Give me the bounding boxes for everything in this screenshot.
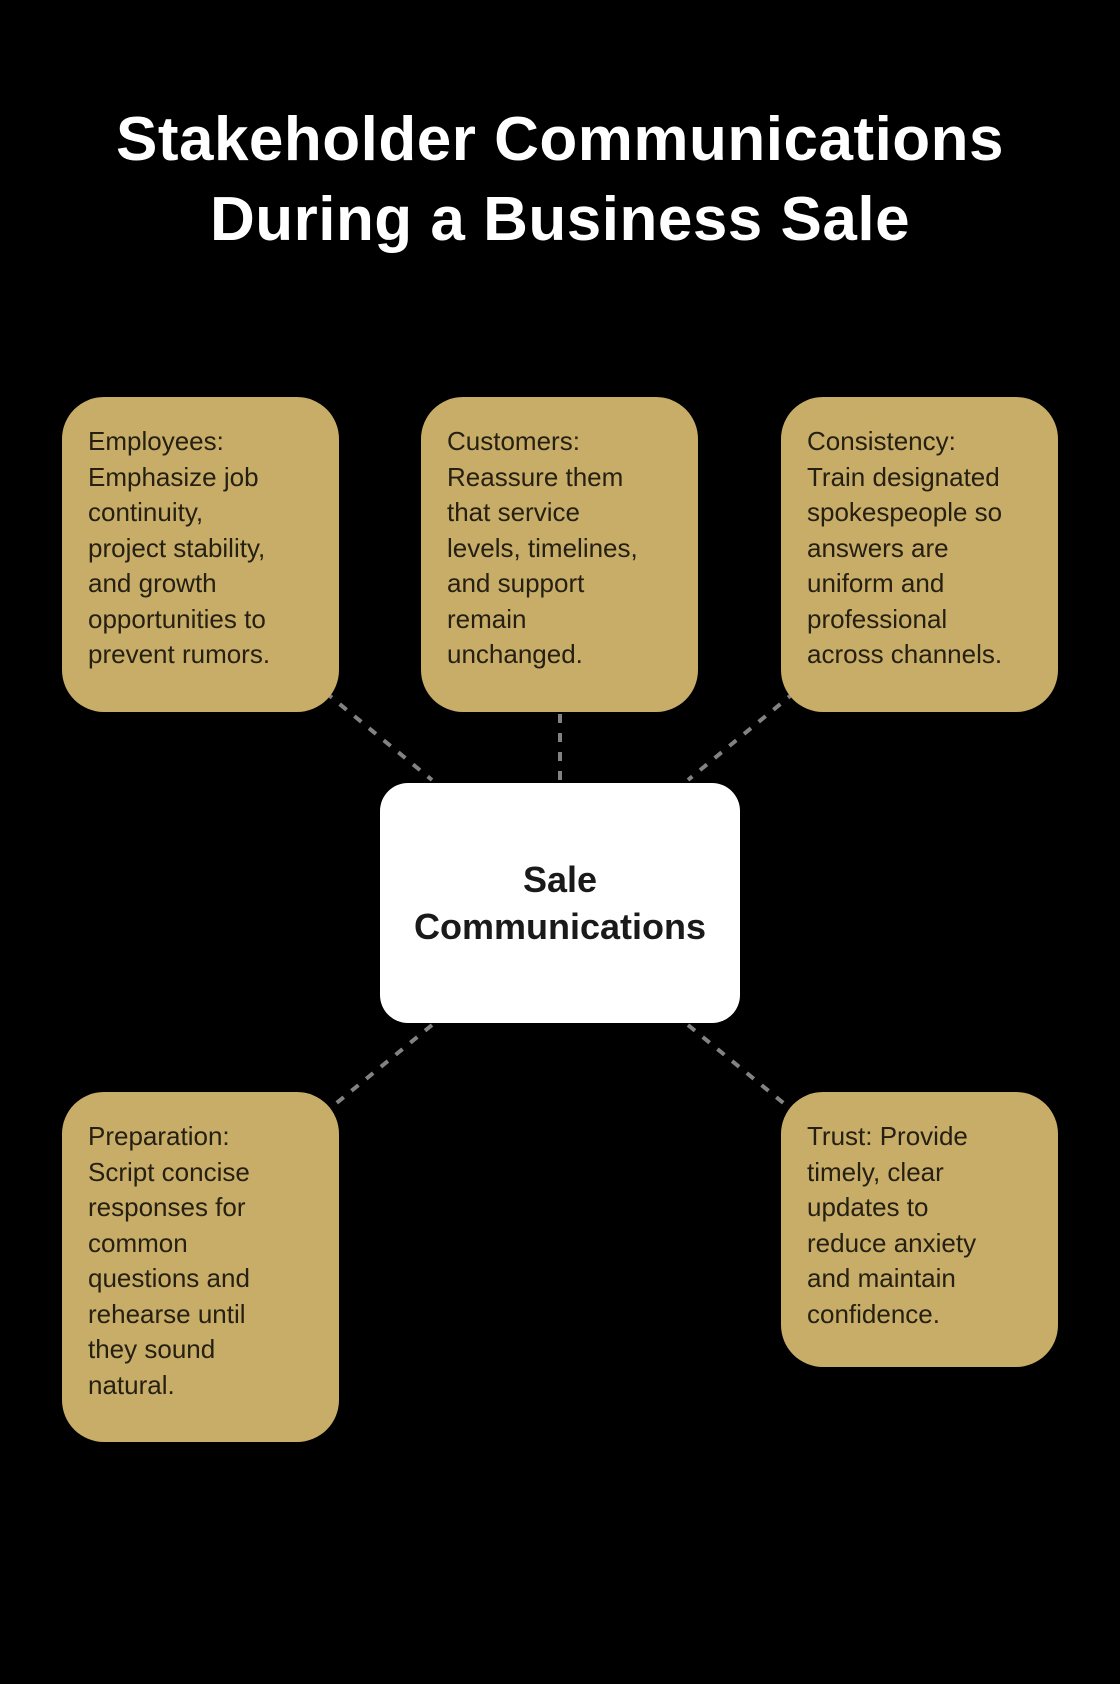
node-employees: Employees: Emphasize job continuity, pro…: [62, 397, 339, 712]
node-preparation: Preparation: Script concise responses fo…: [62, 1092, 339, 1442]
node-customers: Customers: Reassure them that service le…: [421, 397, 698, 712]
connector-center-preparation: [326, 1023, 434, 1112]
node-sale-communications: Sale Communications: [380, 783, 740, 1023]
node-trust: Trust: Provide timely, clear updates to …: [781, 1092, 1058, 1367]
page-title: Stakeholder Communications During a Busi…: [115, 105, 1005, 254]
node-consistency: Consistency: Train designated spokespeop…: [781, 397, 1058, 712]
connector-employees-center: [323, 690, 434, 782]
connector-center-trust: [686, 1023, 794, 1112]
connector-consistency-center: [686, 690, 797, 782]
